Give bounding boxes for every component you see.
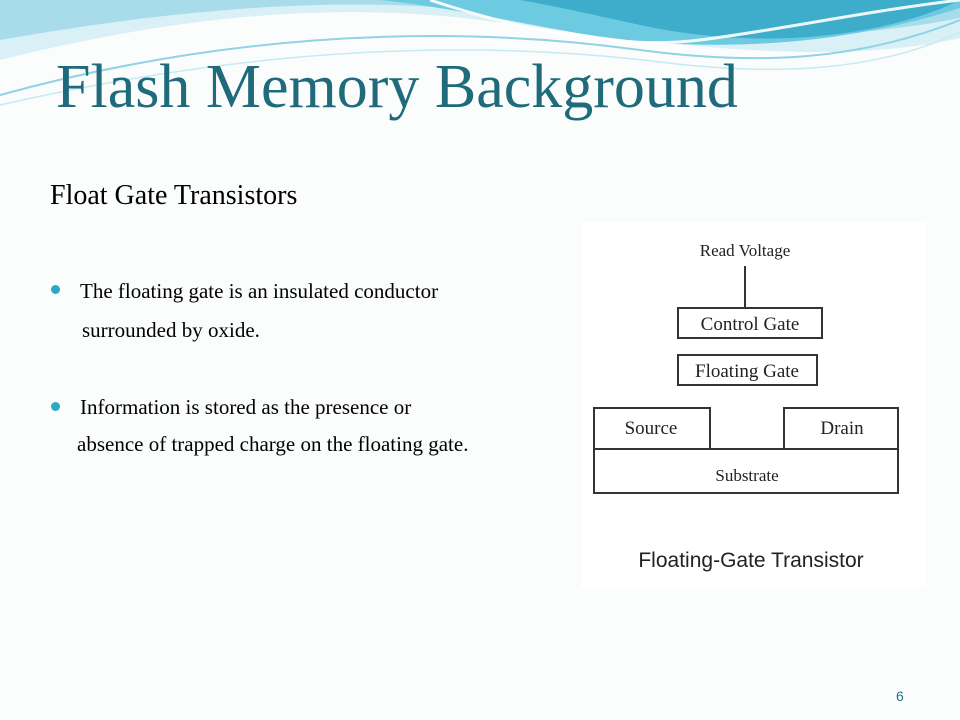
bullet-icon — [51, 402, 60, 411]
bullet-1-line-2: surrounded by oxide. — [82, 318, 260, 342]
figure-caption: Floating-Gate Transistor — [638, 549, 863, 572]
drain-label: Drain — [820, 418, 864, 439]
bullet-2-line-2: absence of trapped charge on the floatin… — [77, 432, 469, 456]
floating-gate-transistor-figure: Read Voltage Control Gate Floating Gate … — [581, 222, 926, 588]
read-voltage-label: Read Voltage — [700, 241, 791, 260]
floating-gate-box — [677, 354, 818, 386]
page-number: 6 — [896, 688, 904, 704]
bullet-1-line-1: The floating gate is an insulated conduc… — [80, 279, 439, 303]
slide-subtitle: Float Gate Transistors — [50, 180, 298, 211]
control-gate-box — [677, 307, 823, 339]
control-gate-label: Control Gate — [701, 314, 800, 335]
transistor-diagram: Read Voltage Control Gate Floating Gate … — [593, 241, 899, 572]
slide-title: Flash Memory Background — [56, 53, 738, 121]
bullet-icon — [51, 285, 60, 294]
header-wave-decoration — [0, 0, 960, 106]
substrate-box — [593, 407, 899, 494]
substrate-label: Substrate — [715, 466, 778, 485]
source-label: Source — [625, 418, 678, 439]
bullet-2-line-1: Information is stored as the presence or — [80, 395, 412, 419]
floating-gate-label: Floating Gate — [695, 361, 799, 382]
